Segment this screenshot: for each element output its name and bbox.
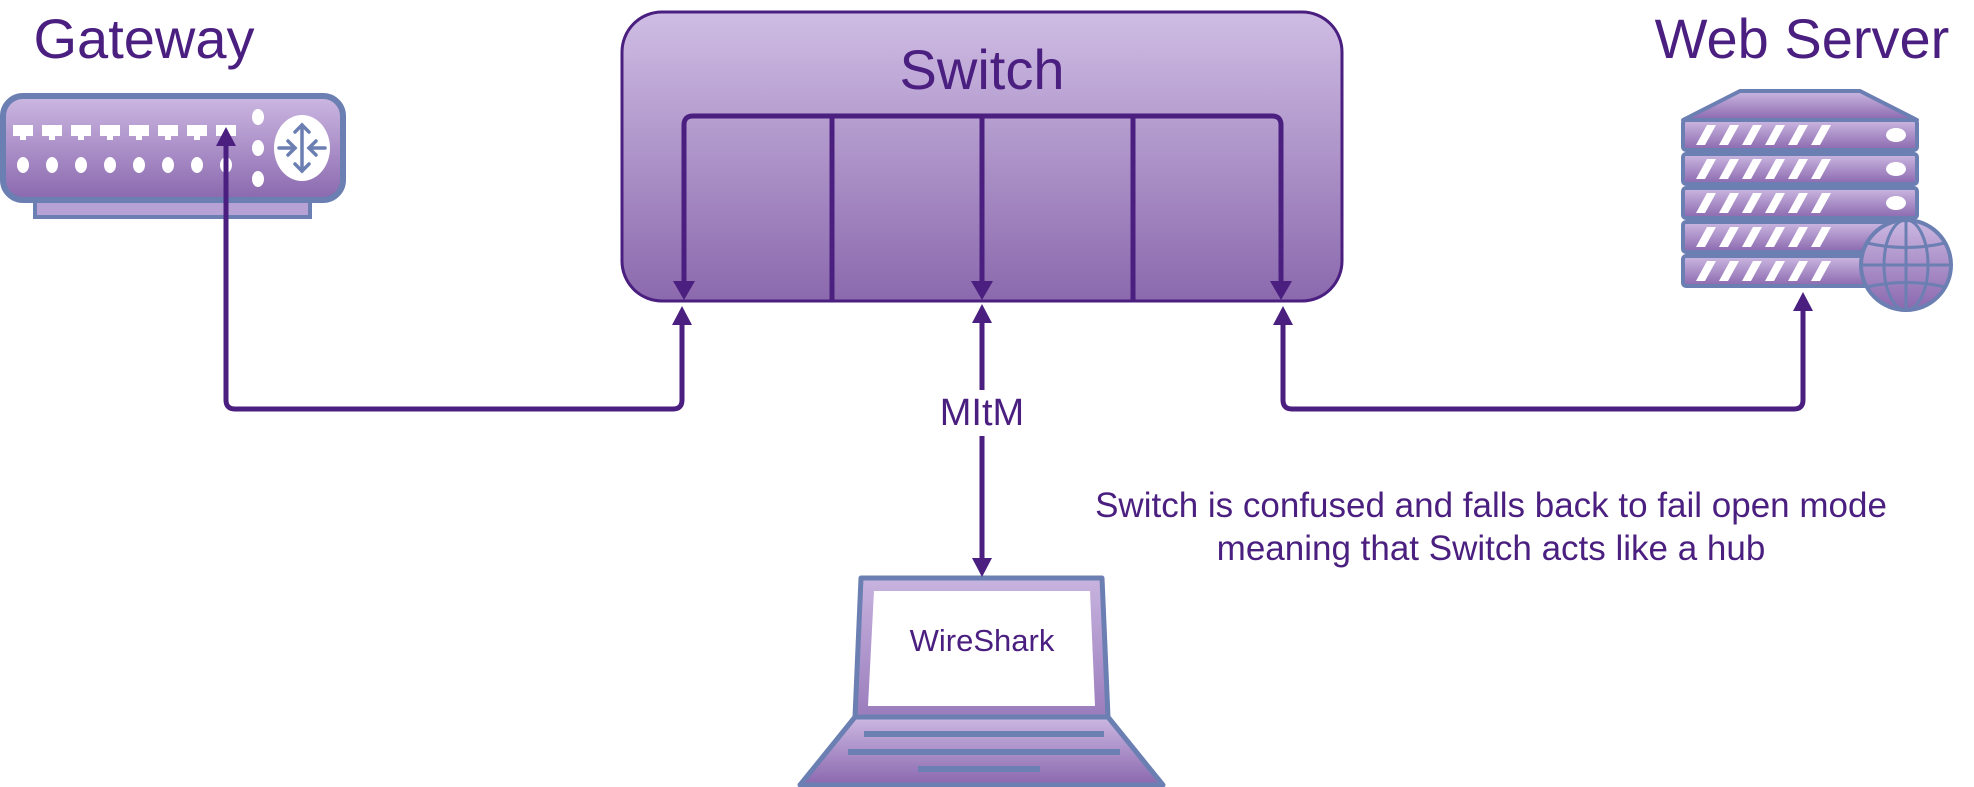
arrow-to-switch-right <box>1273 306 1293 325</box>
gateway-node[interactable]: Gateway <box>0 7 346 219</box>
gateway-label: Gateway <box>34 7 255 70</box>
port-arrow-left <box>673 281 695 300</box>
explanation-note: Switch is confused and falls back to fai… <box>1095 486 1887 568</box>
laptop-node[interactable]: WireShark <box>797 575 1166 787</box>
port-arrow-center <box>971 281 993 300</box>
web-server-label: Web Server <box>1655 7 1950 70</box>
connections: MItM <box>216 127 1813 577</box>
port-arrow-right <box>1270 281 1292 300</box>
mitm-label: MItM <box>940 392 1024 434</box>
laptop-icon <box>797 575 1166 787</box>
globe-icon <box>1859 218 1953 312</box>
note-line-1: Switch is confused and falls back to fai… <box>1095 486 1887 525</box>
arrow-to-web-server <box>1793 292 1813 311</box>
laptop-screen-label: WireShark <box>910 623 1055 658</box>
arrow-to-laptop <box>972 558 992 577</box>
switch-internal-bus <box>673 113 1292 300</box>
web-server-node[interactable]: Web Server <box>1655 7 1953 312</box>
arrow-to-switch-center <box>972 304 992 323</box>
note-line-2: meaning that Switch acts like a hub <box>1217 529 1766 568</box>
arrow-to-gateway <box>216 127 236 146</box>
switch-label: Switch <box>900 38 1065 101</box>
arrow-to-switch-left <box>672 306 692 325</box>
gateway-switch-connector <box>223 145 685 412</box>
router-icon <box>0 93 346 219</box>
webserver-switch-connector <box>1280 310 1806 412</box>
server-icon <box>1681 89 1953 312</box>
switch-node[interactable]: Switch <box>620 10 1344 303</box>
